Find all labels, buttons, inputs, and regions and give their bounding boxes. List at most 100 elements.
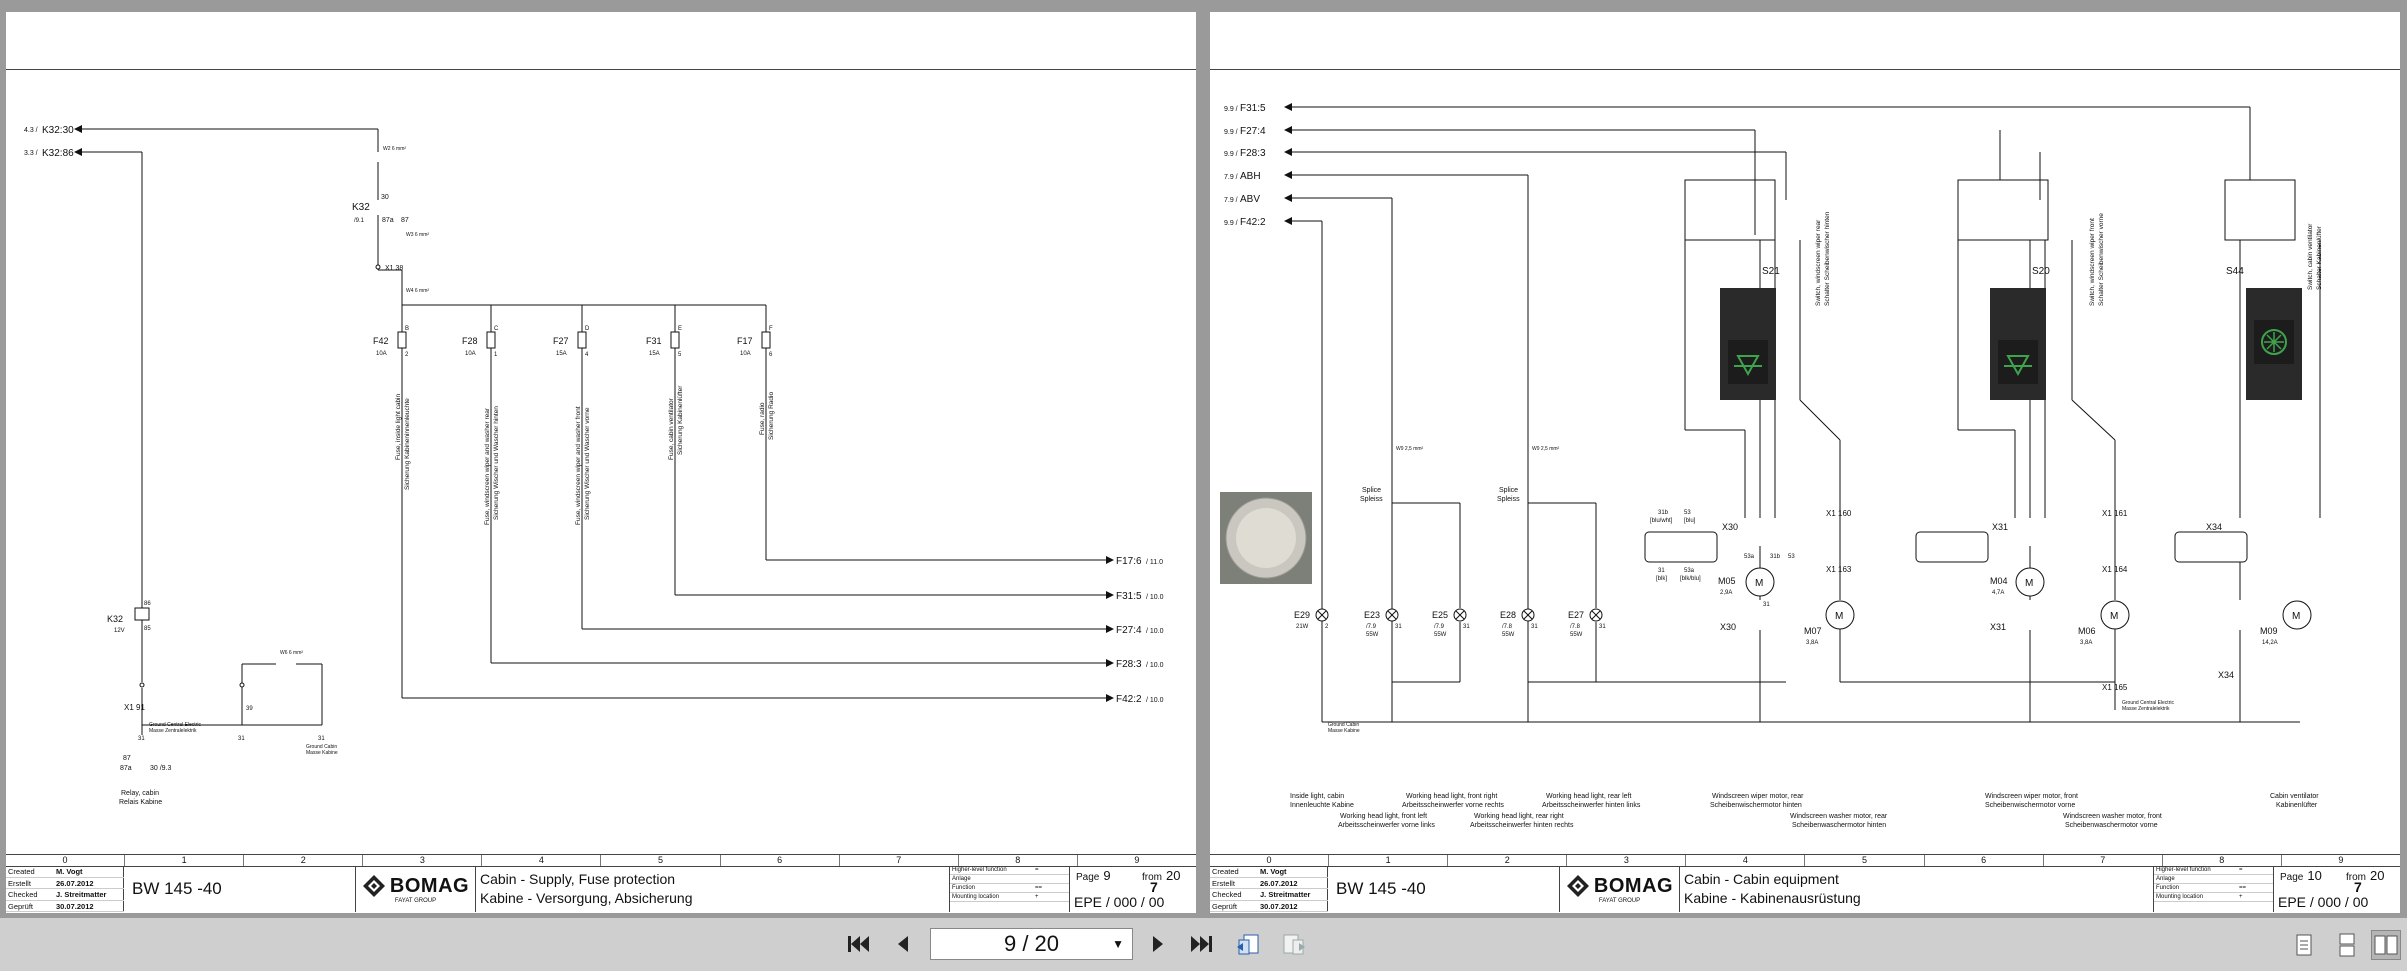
back-history-button[interactable] <box>1233 930 1263 960</box>
ref-f42-2[interactable]: F42:2 <box>1240 217 1266 228</box>
column-ruler: 0 1 2 3 4 5 6 7 8 9 <box>6 854 1196 867</box>
relay-pin-87a: 87a <box>382 217 394 224</box>
two-page-view-button[interactable] <box>2371 930 2401 960</box>
checked-by: J. Streitmatter <box>1258 889 1328 901</box>
desc-wiper-front-de: Scheibenwischermotor vorne <box>1985 802 2075 809</box>
func-value: == <box>1033 884 1069 893</box>
connector-x30-bottom[interactable]: X30 <box>1720 622 1736 632</box>
connector-x30-top[interactable]: X30 <box>1722 522 1738 532</box>
fuse-f27-label[interactable]: F27 <box>553 336 569 346</box>
out-ref-f42-2[interactable]: F42:2 <box>1116 694 1142 705</box>
title-block-meta: Created M. Vogt Erstellt 26.07.2012 Chec… <box>1210 866 1328 912</box>
func-label: Function <box>950 884 1033 893</box>
sheet-total: 20 <box>1166 868 1181 883</box>
out-ref-f31-5[interactable]: F31:5 <box>1116 591 1142 602</box>
motor-m06-label[interactable]: M06 <box>2078 626 2096 636</box>
column-3: 3 <box>1567 855 1687 866</box>
fuse-f17-rating: 10A <box>740 351 751 357</box>
switch-s44-label[interactable]: S44 <box>2226 266 2244 277</box>
ref-abv[interactable]: ABV <box>1240 194 1260 205</box>
ref-abh[interactable]: ABH <box>1240 171 1261 182</box>
x1-pin-91: X1 91 <box>124 703 145 712</box>
plug-label-blk-blu: [blk/blu] <box>1680 576 1701 582</box>
desc-work-rear-right-de: Arbeitsscheinwerfer hinten rechts <box>1470 822 1574 829</box>
desc-work-front-left-de: Arbeitsscheinwerfer vorne links <box>1338 822 1435 829</box>
fuse-f42-label[interactable]: F42 <box>373 336 389 346</box>
column-7: 7 <box>2044 855 2163 866</box>
motor-pin-53: 53 <box>1788 554 1795 560</box>
out-ref-f17-6[interactable]: F17:6 <box>1116 556 1142 567</box>
document-code: EPE / 000 / 00 <box>2278 894 2369 910</box>
fuse-f31-pin-top: E <box>678 326 682 332</box>
last-page-button[interactable] <box>1186 930 1216 958</box>
lamp-e25-label[interactable]: E25 <box>1432 610 1448 620</box>
ref-f31-5[interactable]: F31:5 <box>1240 103 1266 114</box>
relay-contact-87a: 87a <box>120 765 132 772</box>
lamp-e29-label[interactable]: E29 <box>1294 610 1310 620</box>
ref-k32-30[interactable]: K32:30 <box>42 125 74 136</box>
motor-pin-31: 31 <box>1763 602 1770 608</box>
func-higher-label-de: Anlage <box>950 875 1033 884</box>
switch-s44-desc-de: Schalter Kabinenlüfter <box>2316 225 2323 290</box>
skip-to-first-icon <box>848 936 869 952</box>
column-9: 9 <box>2338 855 2344 865</box>
fuse-f28-label[interactable]: F28 <box>462 336 478 346</box>
lamp-e28-label[interactable]: E28 <box>1500 610 1516 620</box>
ref-k32-86-number: 3.3 / <box>24 150 38 157</box>
func-value: == <box>2237 884 2273 893</box>
lamp-e25-value: 55W <box>1434 632 1447 638</box>
page-indicator: 9 / 20 <box>1003 931 1060 956</box>
motor-m05-label[interactable]: M05 <box>1718 576 1736 586</box>
chevron-down-icon: ▼ <box>1112 937 1124 951</box>
switch-s20-desc-en: Switch, windscreen wiper front <box>2089 218 2096 306</box>
continuous-page-icon <box>2339 933 2355 957</box>
connector-x34-bottom[interactable]: X34 <box>2218 670 2234 680</box>
continuous-view-button[interactable] <box>2332 930 2362 960</box>
ground-cabin-en: Ground Cabin <box>1328 722 1359 728</box>
lamp-e27-label[interactable]: E27 <box>1568 610 1584 620</box>
switch-s21-label[interactable]: S21 <box>1762 266 1780 277</box>
lamp-e23-label[interactable]: E23 <box>1364 610 1380 620</box>
ref-f28-3[interactable]: F28:3 <box>1240 148 1266 159</box>
fuse-f17-label[interactable]: F17 <box>737 336 753 346</box>
fuse-f17-desc-de: Sicherung Radio <box>768 392 775 440</box>
connector-x34-top[interactable]: X34 <box>2206 522 2222 532</box>
next-page-button[interactable] <box>1143 930 1173 958</box>
page-title-de: Kabine - Kabinenausrüstung <box>1684 890 1861 906</box>
connector-x31-top[interactable]: X31 <box>1992 522 2008 532</box>
checked-label: Checked <box>6 889 54 901</box>
connector-x31-bottom[interactable]: X31 <box>1990 622 2006 632</box>
ref-f27-4[interactable]: F27:4 <box>1240 126 1266 137</box>
motor-pin-53a: 53a <box>1744 554 1755 560</box>
desc-inside-light-de: Innenleuchte Kabine <box>1290 802 1354 809</box>
desc-work-rear-left-de: Arbeitsscheinwerfer hinten links <box>1542 802 1641 809</box>
motor-m07-label[interactable]: M07 <box>1804 626 1822 636</box>
motor-m09-symbol: M <box>2292 611 2300 622</box>
relay-coil-label[interactable]: K32 <box>107 614 123 624</box>
lamp-e23-value: 55W <box>1366 632 1379 638</box>
out-ref-f27-4[interactable]: F27:4 <box>1116 625 1142 636</box>
x1-pin-164: X1 164 <box>2102 565 2128 574</box>
created-by: M. Vogt <box>54 866 124 878</box>
motor-m09-label[interactable]: M09 <box>2260 626 2278 636</box>
fuse-f28-pin-bottom: 1 <box>494 352 498 358</box>
switch-s20-label[interactable]: S20 <box>2032 266 2050 277</box>
single-page-view-button[interactable] <box>2289 930 2319 960</box>
motor-m04-label[interactable]: M04 <box>1990 576 2008 586</box>
func-higher-label: Higher-level function <box>950 866 1033 875</box>
column-ruler: 0 1 2 3 4 5 6 7 8 9 <box>1210 854 2400 867</box>
fuse-f31-label[interactable]: F31 <box>646 336 662 346</box>
fuse-f42-pin-top: B <box>405 326 409 332</box>
previous-page-button[interactable] <box>888 930 918 958</box>
page-selector[interactable]: 9 / 20 ▼ <box>930 928 1133 960</box>
ground-central-en: Ground Central Electric <box>2122 700 2174 706</box>
x1-pin-165: X1 165 <box>2102 683 2128 692</box>
sheet-number: 9 <box>1103 868 1111 883</box>
func-higher-label-de: Anlage <box>2154 875 2237 884</box>
desc-wiper-rear-de: Scheibenwischermotor hinten <box>1710 802 1802 809</box>
out-ref-f28-3[interactable]: F28:3 <box>1116 659 1142 670</box>
forward-history-button[interactable] <box>1279 930 1309 960</box>
first-page-button[interactable] <box>844 930 874 958</box>
ref-k32-86[interactable]: K32:86 <box>42 148 74 159</box>
